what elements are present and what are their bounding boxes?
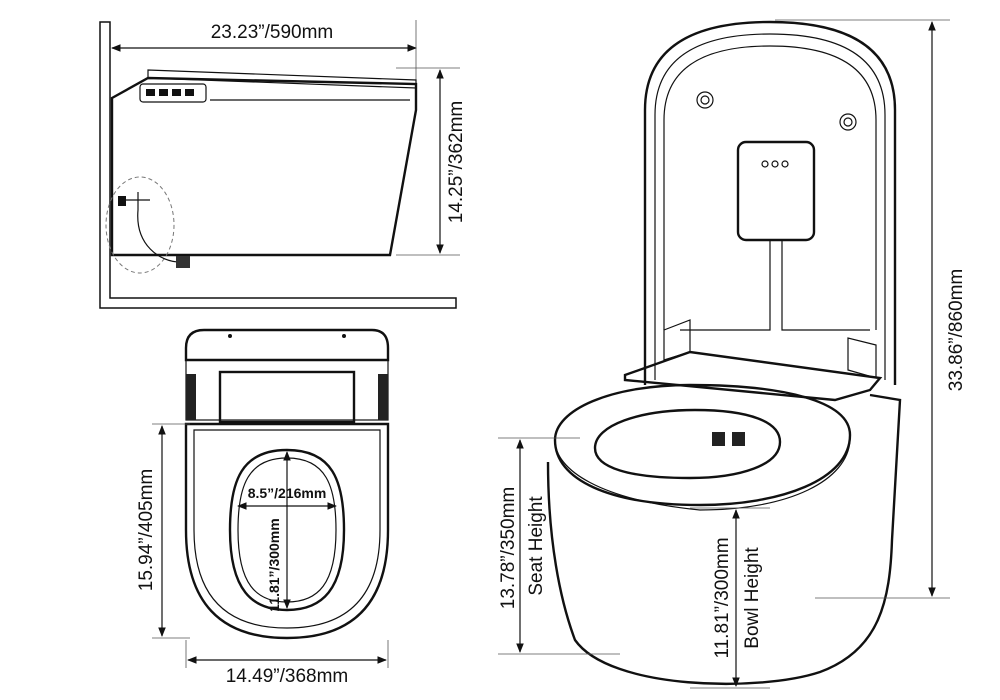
water-hose [120, 192, 181, 263]
top-width-label: 14.49”/368mm [226, 666, 349, 687]
side-view: 23.23”/590mm 14.25”/362mm [99, 20, 467, 309]
seat-height-label: Seat Height [526, 496, 547, 596]
seat-opening [228, 448, 346, 612]
lid-control-panel [736, 140, 816, 242]
bowl-height-value: 11.81”/300mm [712, 537, 733, 658]
seat-outer [184, 422, 390, 640]
toilet-body-side [110, 76, 418, 257]
overall-height-label: 33.86”/860mm [946, 269, 967, 392]
seat-height-value: 13.78”/350mm [498, 487, 519, 610]
tank-top [184, 328, 390, 362]
control-buttons [146, 89, 194, 96]
wall-and-floor [99, 21, 457, 309]
lid-outer [643, 20, 897, 385]
control-panel [139, 83, 207, 103]
side-depth-label: 23.23”/590mm [211, 22, 334, 43]
top-view: 8.5”/216mm 11.81”/300mm 15.94”/405mm 14.… [136, 328, 390, 687]
bowl-height-label: Bowl Height [742, 547, 763, 649]
side-height-label: 14.25”/362mm [446, 101, 467, 224]
opening-length-label: 11.81”/300mm [266, 518, 282, 611]
bowl-body [546, 393, 902, 686]
control-box-top [218, 370, 356, 424]
seat-opening-3d [593, 408, 782, 480]
tank-deck [623, 350, 883, 402]
water-connection-highlight [105, 176, 175, 274]
seat-ring [553, 383, 852, 507]
top-length-label: 15.94”/405mm [136, 469, 157, 592]
seat-cover-side [147, 69, 417, 89]
water-inlet-valve [176, 256, 190, 268]
perspective-view: 33.86”/860mm 13.78”/350mm Seat Height 11… [498, 19, 967, 689]
